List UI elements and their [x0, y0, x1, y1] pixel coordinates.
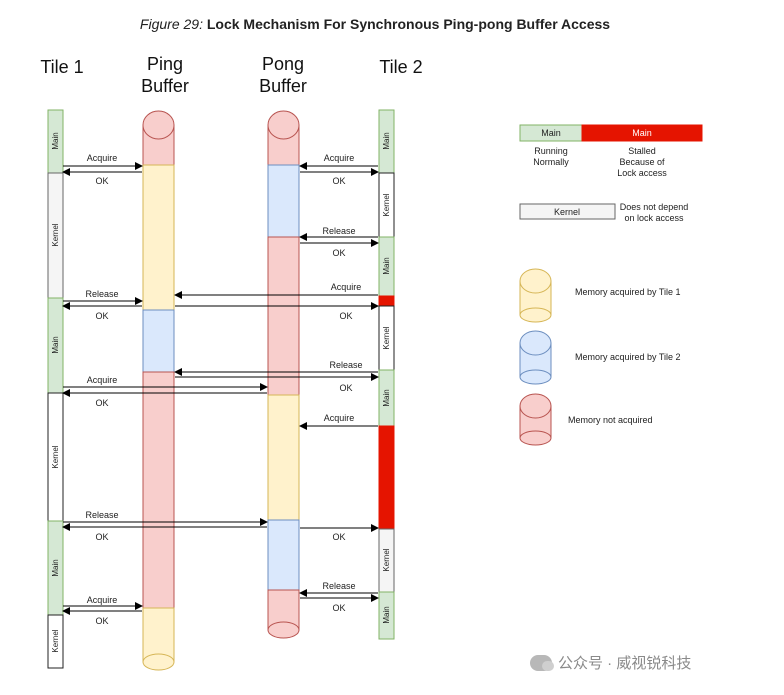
label-t2-ok-4: OK: [339, 383, 352, 393]
tile1-segment-label: Main: [51, 336, 60, 353]
legend-kernel-label: Kernel: [554, 207, 580, 217]
wechat-icon: [530, 654, 554, 671]
label-t1-acquire-3: Acquire: [87, 595, 118, 605]
label-t1-ok-2: OK: [95, 311, 108, 321]
ping-buffer-section-tile1: [142, 607, 175, 663]
tile2-segment-label: Main: [382, 257, 391, 274]
tile1-segment-label: Kernel: [51, 223, 60, 246]
watermark: 公众号 · 威视锐科技: [530, 652, 691, 673]
ping-buffer-top: [142, 110, 175, 140]
pong-buffer-section-tile1: [267, 394, 300, 521]
tile2-segment-label: Kernel: [382, 326, 391, 349]
label-t1-ok-4: OK: [95, 532, 108, 542]
tile2-segment-label: Main: [382, 606, 391, 623]
legend-free-mem-icon: [519, 393, 552, 446]
legend-stalled-line3: Lock access: [617, 168, 667, 178]
pong-buffer-section-tile2: [267, 519, 300, 591]
ping-buffer-bottom: [142, 653, 175, 671]
tile1-segment-kernel: [47, 614, 64, 669]
legend-running-line1: Running: [534, 146, 568, 156]
legend-tile1-mem-icon: [519, 268, 552, 323]
watermark-text: 公众号 · 威视锐科技: [558, 655, 692, 672]
label-t2-release-3: Release: [322, 581, 355, 591]
legend-running-line2: Normally: [533, 157, 569, 167]
label-t2-release-1: Release: [322, 226, 355, 236]
legend-kernel-desc-line1: Does not depend: [620, 202, 689, 212]
label-t2-ok-5: OK: [332, 532, 345, 542]
label-t2-acquire-2: Acquire: [331, 282, 362, 292]
legend-free-mem-label: Memory not acquired: [568, 415, 653, 425]
label-t2-ok-1: OK: [332, 176, 345, 186]
tile2-segment-stalled: [378, 295, 395, 307]
label-t2-ok-6: OK: [332, 603, 345, 613]
tile2-segment-label: Kernel: [382, 193, 391, 216]
header-ping-line1: Ping: [147, 54, 183, 74]
header-ping-line2: Buffer: [141, 76, 189, 96]
legend-stalled-label: Main: [632, 128, 652, 138]
tile2-segment-stalled: [378, 425, 395, 530]
label-t1-ok-1: OK: [95, 176, 108, 186]
legend: Main Main Running Normally Stalled Becau…: [519, 124, 703, 446]
tile1-segment-label: Main: [51, 559, 60, 576]
pong-buffer-top: [267, 110, 300, 140]
tile2-segment-label: Kernel: [382, 548, 391, 571]
label-t2-release-2: Release: [329, 360, 362, 370]
legend-tile2-mem-label: Memory acquired by Tile 2: [575, 352, 681, 362]
figure-title: Lock Mechanism For Synchronous Ping-pong…: [206, 16, 611, 32]
pong-buffer-cylinder: [267, 110, 300, 639]
label-t2-acquire-1: Acquire: [324, 153, 355, 163]
ping-buffer-cylinder: [142, 110, 175, 671]
header-tile2: Tile 2: [379, 57, 422, 77]
label-t1-release-1: Release: [85, 289, 118, 299]
ping-buffer-section-tile1: [142, 164, 175, 311]
tile1-segment-label: Kernel: [51, 629, 60, 652]
ping-buffer-section-free: [142, 371, 175, 609]
label-t1-acquire-1: Acquire: [87, 153, 118, 163]
label-t1-ok-3: OK: [95, 398, 108, 408]
tile2-segment-main: [378, 591, 395, 640]
header-pong-line2: Buffer: [259, 76, 307, 96]
legend-main-label: Main: [541, 128, 561, 138]
legend-tile1-mem-label: Memory acquired by Tile 1: [575, 287, 681, 297]
legend-stalled-line1: Stalled: [628, 146, 656, 156]
legend-tile2-mem-icon: [519, 330, 552, 385]
tile1-segment-label: Main: [51, 132, 60, 149]
header-tile1: Tile 1: [40, 57, 83, 77]
label-t1-release-2: Release: [85, 510, 118, 520]
label-t2-acquire-3: Acquire: [324, 413, 355, 423]
tile1-segment-label: Kernel: [51, 445, 60, 468]
tile2-timeline: Main Kernel Main Kernel Main Kernel Main: [378, 109, 395, 640]
label-t1-ok-5: OK: [95, 616, 108, 626]
pong-buffer-section-free: [267, 236, 300, 396]
header-pong-line1: Pong: [262, 54, 304, 74]
tile2-arrows: [174, 162, 379, 602]
tile2-segment-label: Main: [382, 389, 391, 406]
legend-kernel-swatch: [519, 203, 616, 220]
legend-kernel-desc-line2: on lock access: [624, 213, 684, 223]
label-t1-acquire-2: Acquire: [87, 375, 118, 385]
tile2-segment-label: Main: [382, 132, 391, 149]
legend-stalled-swatch: [581, 124, 703, 142]
tile1-timeline: Main Kernel Main Kernel Main Kernel: [47, 109, 64, 669]
label-t2-ok-3: OK: [339, 311, 352, 321]
figure-label: Figure 29:: [139, 16, 203, 32]
label-t2-ok-2: OK: [332, 248, 345, 258]
figure-caption: Figure 29: Lock Mechanism For Synchronou…: [0, 16, 750, 32]
ping-buffer-section-tile2: [142, 309, 175, 373]
legend-stalled-line2: Because of: [619, 157, 665, 167]
pong-buffer-bottom: [267, 621, 300, 639]
pong-buffer-section-tile2: [267, 164, 300, 238]
tile1-arrows: [62, 162, 268, 615]
